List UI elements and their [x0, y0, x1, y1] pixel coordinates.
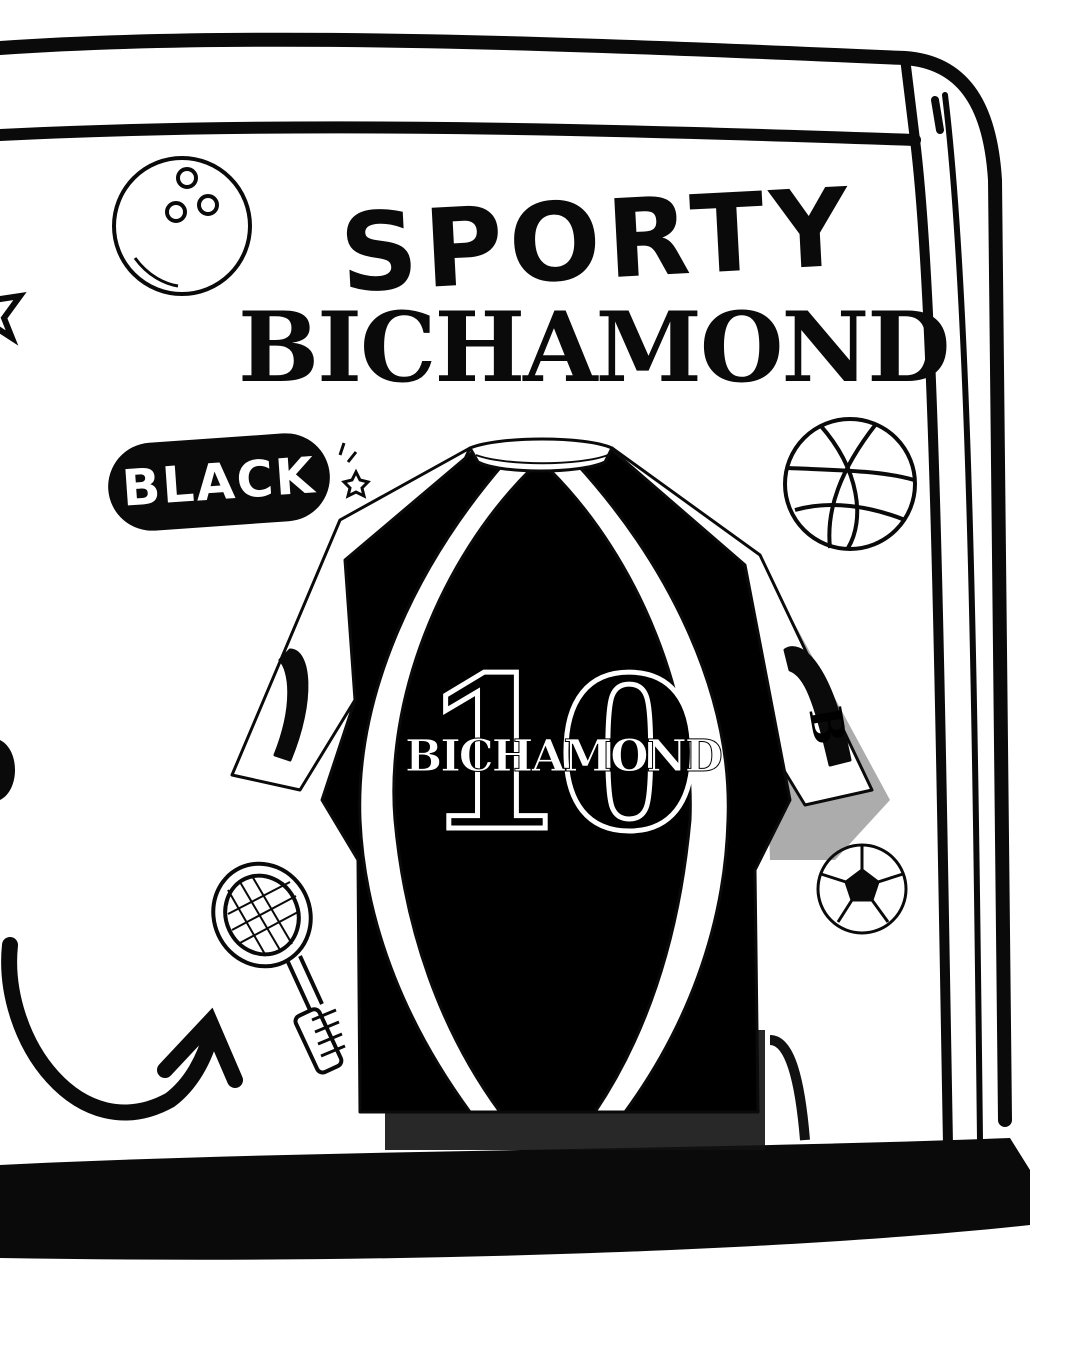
- jersey-right-sleeve-stripe: [783, 646, 852, 767]
- jersey-collar: [468, 437, 614, 473]
- box-bottom: [0, 1138, 1030, 1260]
- jersey-stripe-left: [358, 460, 532, 1114]
- jersey: [230, 437, 874, 1114]
- sparkle-icon: [338, 442, 371, 499]
- box-frame: [0, 32, 1012, 1150]
- arrow-tail-dot: [0, 740, 15, 800]
- tennis-racket-icon: [211, 861, 346, 1075]
- bowling-ball-icon: [112, 156, 252, 296]
- color-badge: BLACK: [105, 430, 333, 534]
- curved-arrow-icon: [1, 937, 243, 1121]
- basketball-icon: [783, 417, 917, 551]
- soccer-ball-icon: [816, 843, 908, 935]
- title-sporty: SPORTY: [336, 165, 858, 318]
- jersey-number: 10: [418, 631, 705, 878]
- title-brand: BICHAMOND: [238, 291, 951, 404]
- jersey-left-sleeve-stripe: [273, 648, 309, 762]
- star-icon: [0, 291, 27, 346]
- jersey-name: BICHAMOND: [405, 731, 724, 782]
- jersey-stripe-right: [548, 460, 730, 1114]
